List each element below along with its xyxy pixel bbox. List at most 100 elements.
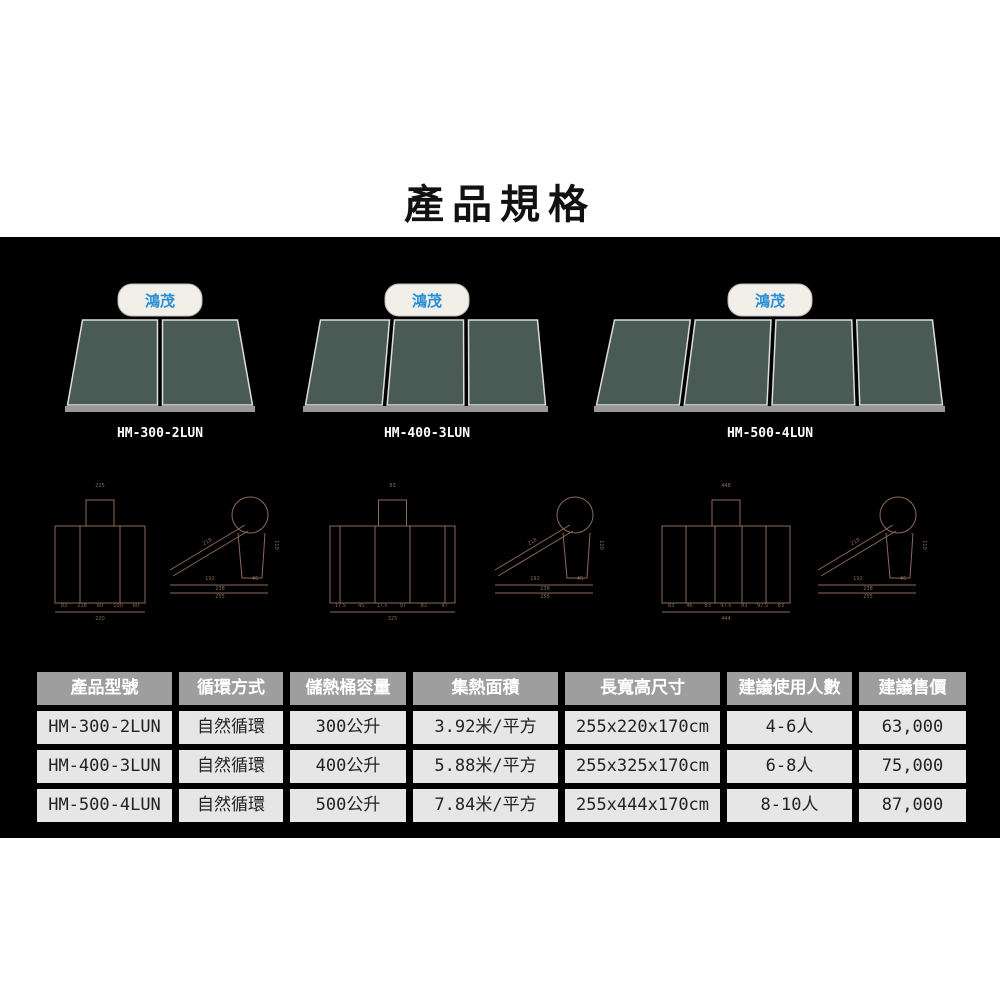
tank-circle <box>556 496 594 534</box>
dimension-label: 83 <box>778 603 784 609</box>
solar-collector-panel <box>595 319 692 406</box>
dimension-label: 83 <box>389 483 395 489</box>
dimension-label: 60 <box>133 603 139 609</box>
table-cell: HM-300-2LUN <box>37 711 172 744</box>
collector-slope <box>172 530 249 577</box>
dimension-label: 220 <box>95 616 105 622</box>
table-cell: 7.84米/平方 <box>413 789 558 822</box>
table-cell: 75,000 <box>859 750 966 783</box>
water-tank <box>117 283 203 317</box>
dimension-label: 110 <box>273 540 279 550</box>
column-header: 循環方式 <box>179 672 283 705</box>
product-image: 鴻茂 <box>594 283 945 412</box>
dimension-label: 218 <box>527 537 538 547</box>
page-title: 產品規格 <box>404 181 596 228</box>
dimension-label: 17.5 <box>335 603 346 609</box>
dimension-label: 97.5 <box>720 603 731 609</box>
tank-circle <box>879 496 917 534</box>
dimension-label: 218 <box>202 537 213 547</box>
dimension-label: 192 <box>530 576 540 582</box>
dimension-label: 238 <box>540 586 550 592</box>
side-view-drawing: 218 110 192 46 238 255 <box>817 496 927 600</box>
dimension-label: 238 <box>215 586 225 592</box>
stand <box>237 532 266 579</box>
collector-slope <box>169 524 246 571</box>
solar-collector-panel <box>161 319 254 406</box>
table-cell: 500公升 <box>290 789 406 822</box>
table-cell: HM-500-4LUN <box>37 789 172 822</box>
dimension-label: 238 <box>863 586 873 592</box>
column-header: 集熱面積 <box>413 672 558 705</box>
dimension-label: 17.5 <box>377 603 388 609</box>
solar-collector-panel <box>304 319 391 406</box>
tank-outline <box>85 499 115 527</box>
model-label: HM-300-2LUN <box>116 426 204 441</box>
table-cell: 255x444x170cm <box>565 789 720 822</box>
column-header: 產品型號 <box>37 672 172 705</box>
dimension-label: 218 <box>77 603 87 609</box>
collector-slope <box>820 530 897 577</box>
dimension-label: 46 <box>900 576 906 582</box>
column-header: 儲熱桶容量 <box>290 672 406 705</box>
panel-frame <box>65 406 255 412</box>
table-cell: 255x220x170cm <box>565 711 720 744</box>
model-label: HM-500-4LUN <box>726 426 814 441</box>
column-header: 建議使用人數 <box>727 672 852 705</box>
dimension-label: 218 <box>850 537 861 547</box>
table-cell: 255x325x170cm <box>565 750 720 783</box>
table-cell: 8-10人 <box>727 789 852 822</box>
collector-slope <box>817 524 894 571</box>
tank-outline <box>378 499 407 527</box>
table-cell: 5.88米/平方 <box>413 750 558 783</box>
water-tank <box>727 283 813 317</box>
table-cell: 自然循環 <box>179 789 283 822</box>
brand-logo: 鴻茂 <box>412 292 442 310</box>
dimension-label: 448 <box>721 483 731 489</box>
table-cell: 3.92米/平方 <box>413 711 558 744</box>
dimension-label: 97.5 <box>757 603 768 609</box>
dimension-label: 225 <box>95 483 105 489</box>
dimension-label: 83 <box>421 603 427 609</box>
table-cell: 300公升 <box>290 711 406 744</box>
column-header: 建議售價 <box>859 672 966 705</box>
frame-outline <box>661 525 791 604</box>
table-cell: 87,000 <box>859 789 966 822</box>
dimension-label: 255 <box>540 594 550 600</box>
dimension-label: 60 <box>97 603 103 609</box>
dimension-label: 45 <box>358 603 364 609</box>
dimension-label: 46 <box>686 603 692 609</box>
dimension-label: 255 <box>863 594 873 600</box>
dimension-label: 110 <box>921 540 927 550</box>
table-cell: 自然循環 <box>179 750 283 783</box>
solar-collector-panel <box>855 319 944 406</box>
dimension-label: 83 <box>668 603 674 609</box>
product-image: 鴻茂 <box>303 283 548 412</box>
table-cell: 4-6人 <box>727 711 852 744</box>
solar-collector-panel <box>467 319 547 406</box>
dimension-label: 255 <box>215 594 225 600</box>
solar-collector-panel <box>771 319 856 406</box>
collector-slope <box>497 530 574 577</box>
frame-outline <box>329 525 456 604</box>
dimension-label: 46 <box>252 576 258 582</box>
tank-circle <box>231 496 269 534</box>
dimension-label: 192 <box>853 576 863 582</box>
water-tank <box>384 283 470 317</box>
stand <box>562 532 591 579</box>
brand-logo: 鴻茂 <box>145 292 175 310</box>
dimension-label: 325 <box>388 616 398 622</box>
solar-collector-panel <box>386 319 465 406</box>
panel-frame <box>303 406 548 412</box>
product-image: 鴻茂 <box>65 283 255 412</box>
dimension-label: 46 <box>577 576 583 582</box>
panel-frame <box>594 406 945 412</box>
table-cell: 63,000 <box>859 711 966 744</box>
dimension-label: 110 <box>598 540 604 550</box>
dimension-label: 100 <box>113 603 123 609</box>
brand-logo: 鴻茂 <box>755 292 785 310</box>
solar-collector-panel <box>683 319 772 406</box>
